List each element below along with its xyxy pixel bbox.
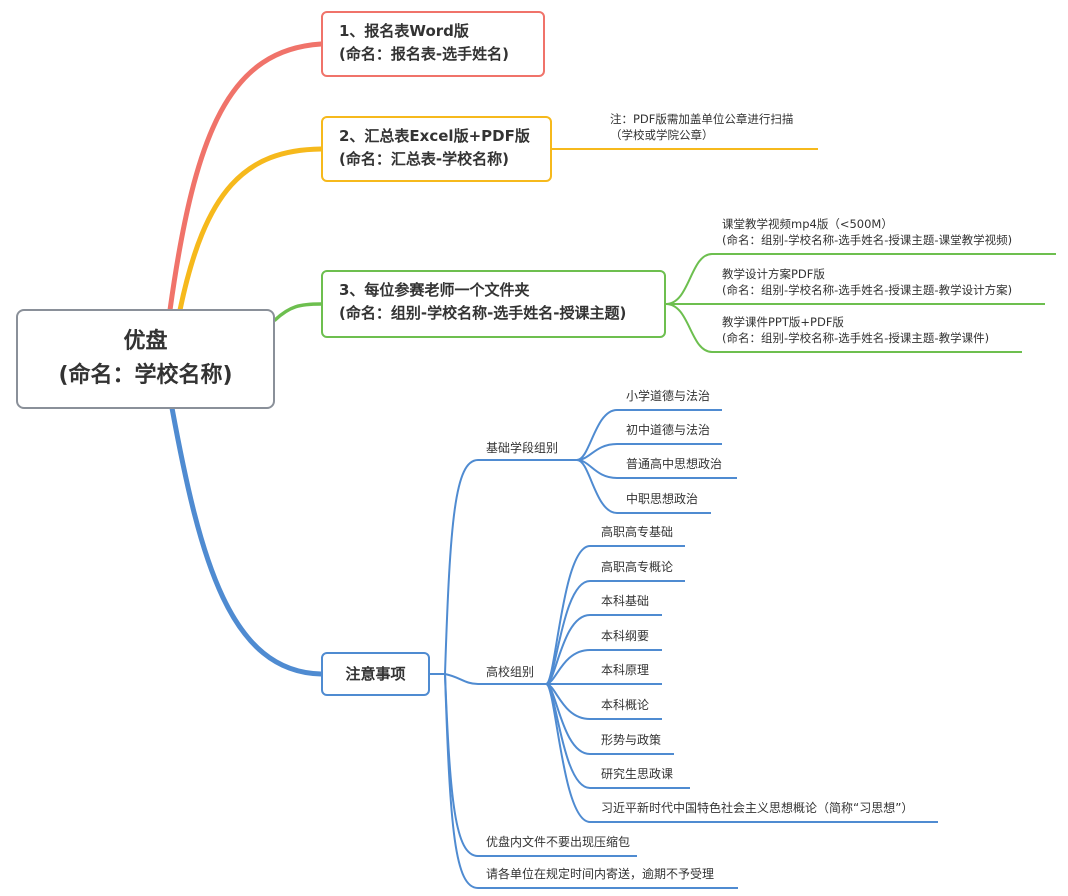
branch3-child-design[interactable]: 教学设计方案PDF版 (命名：组别-学校名称-选手姓名-授课主题-教学设计方案): [722, 266, 1012, 298]
group-basic-item[interactable]: 初中道德与法治: [626, 423, 711, 437]
group-college-item[interactable]: 本科原理: [601, 663, 650, 677]
branch3-child-courseware[interactable]: 教学课件PPT版+PDF版 (命名：组别-学校名称-选手姓名-授课主题-教学课件…: [722, 314, 989, 346]
connector-g2-item9: [545, 683, 938, 823]
connector-g2-item4: [545, 649, 662, 685]
connector-group2: [444, 673, 546, 685]
group-basic-item[interactable]: 普通高中思想政治: [626, 457, 723, 471]
root-title: 优盘: [123, 329, 168, 354]
group-college-label[interactable]: 高校组别: [486, 665, 535, 679]
branch2-node[interactable]: 2、汇总表Excel版+PDF版 (命名：汇总表-学校名称): [321, 116, 552, 182]
child-title: 教学课件PPT版+PDF版: [722, 315, 844, 329]
branch4-node[interactable]: 注意事项: [321, 652, 430, 696]
branch2-note-line2: （学校或学院公章）: [610, 128, 714, 142]
child-naming: (命名：组别-学校名称-选手姓名-授课主题-教学设计方案): [722, 283, 1013, 297]
group-college-item[interactable]: 高职高专概论: [601, 560, 674, 574]
branch3-child-video[interactable]: 课堂教学视频mp4版（<500M） (命名：组别-学校名称-选手姓名-授课主题-…: [722, 216, 1012, 248]
branch1-title: 1、报名表Word版: [339, 22, 469, 40]
group-college-item[interactable]: 研究生思政课: [601, 767, 674, 781]
group-college-item[interactable]: 习近平新时代中国特色社会主义思想概论（简称“习思想”）: [601, 801, 914, 815]
root-subtitle: (命名：学校名称): [58, 363, 233, 388]
note-deadline[interactable]: 请各单位在规定时间内寄送，逾期不予受理: [486, 867, 715, 881]
child-naming: (命名：组别-学校名称-选手姓名-授课主题-教学课件): [722, 331, 990, 345]
connector-note2: [444, 673, 738, 889]
branch2-naming: (命名：汇总表-学校名称): [339, 150, 509, 168]
note-no-zip[interactable]: 优盘内文件不要出现压缩包: [486, 835, 631, 849]
connector-b3-child3: [665, 303, 1022, 353]
root-node[interactable]: 优盘 (命名：学校名称): [16, 309, 275, 409]
branch2-note-line1: 注：PDF版需加盖单位公章进行扫描: [610, 112, 794, 126]
child-naming: (命名：组别-学校名称-选手姓名-授课主题-课堂教学视频): [722, 233, 1013, 247]
branch3-title: 3、每位参赛老师一个文件夹: [339, 281, 530, 299]
branch2-note[interactable]: 注：PDF版需加盖单位公章进行扫描 （学校或学院公章）: [610, 111, 793, 143]
child-title: 教学设计方案PDF版: [722, 267, 825, 281]
branch3-naming: (命名：组别-学校名称-选手姓名-授课主题): [339, 304, 627, 322]
connector-g2-item3: [545, 614, 662, 685]
group-basic-item[interactable]: 中职思想政治: [626, 492, 699, 506]
branch2-title: 2、汇总表Excel版+PDF版: [339, 127, 530, 145]
group-college-item[interactable]: 形势与政策: [601, 733, 662, 747]
connector-branch3: [273, 302, 323, 322]
group-college-item[interactable]: 本科基础: [601, 594, 650, 608]
branch1-node[interactable]: 1、报名表Word版 (命名：报名表-选手姓名): [321, 11, 545, 77]
connector-branch2: [177, 146, 324, 313]
child-title: 课堂教学视频mp4版（<500M）: [722, 217, 893, 231]
connector-branch1: [167, 41, 324, 313]
connector-g1-item2: [576, 443, 722, 461]
group-basic-item[interactable]: 小学道德与法治: [626, 389, 711, 403]
connector-branch4: [169, 405, 324, 677]
connector-b3-child1: [665, 253, 1056, 305]
branch1-naming: (命名：报名表-选手姓名): [339, 45, 509, 63]
connector-g1-item1: [576, 409, 722, 461]
connector-group1: [444, 459, 577, 675]
group-college-item[interactable]: 高职高专基础: [601, 525, 674, 539]
group-college-item[interactable]: 本科概论: [601, 698, 650, 712]
branch3-node[interactable]: 3、每位参赛老师一个文件夹 (命名：组别-学校名称-选手姓名-授课主题): [321, 270, 666, 338]
group-basic-label[interactable]: 基础学段组别: [486, 441, 559, 455]
connector-g1-item4: [576, 459, 711, 514]
group-college-item[interactable]: 本科纲要: [601, 629, 650, 643]
